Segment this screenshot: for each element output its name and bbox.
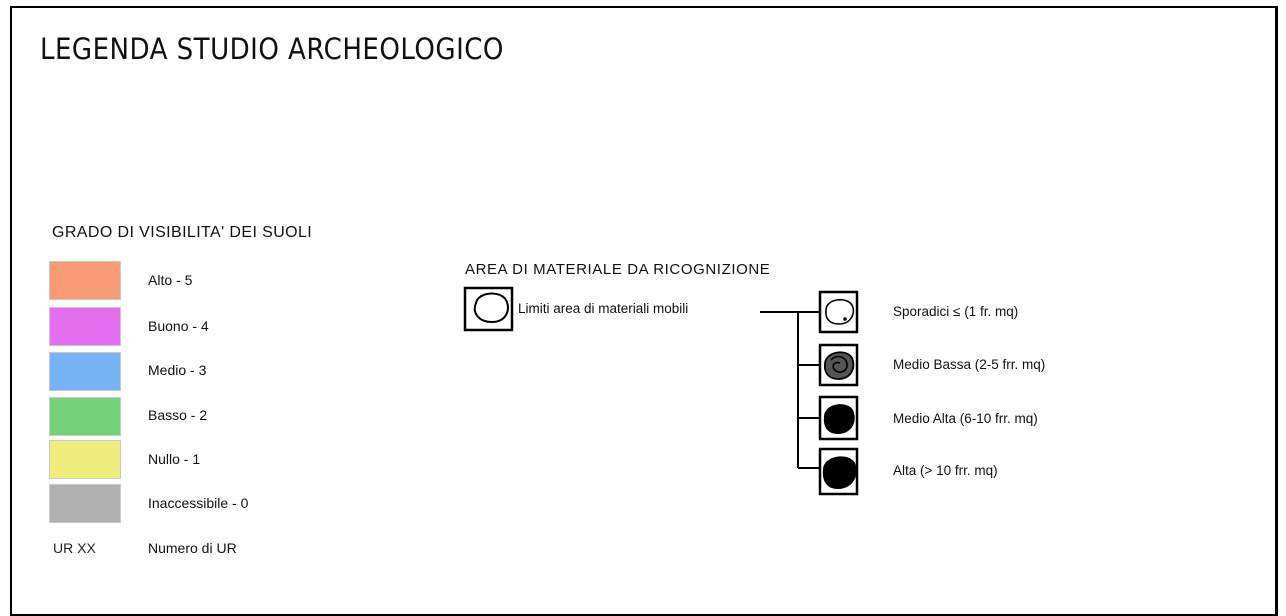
visibility-label-inaccessibile: Inaccessibile - 0: [148, 495, 249, 511]
swatch-medio: [49, 352, 121, 391]
area-limits-label: Limiti area di materiali mobili: [518, 301, 689, 316]
swatch-inaccessibile: [49, 484, 121, 523]
legend-frame: [10, 6, 1278, 616]
swatch-nullo: [49, 440, 121, 479]
sporadic-density-icon: [818, 290, 859, 334]
density-label-sporadic: Sporadici ≤ (1 fr. mq): [893, 304, 1019, 319]
visibility-label-nullo: Nullo - 1: [148, 451, 201, 467]
medium-high-density-icon: [818, 395, 859, 441]
visibility-label-medio: Medio - 3: [148, 362, 207, 378]
material-area-title: AREA DI MATERIALE DA RICOGNIZIONE: [465, 261, 771, 278]
legend-title: LEGENDA STUDIO ARCHEOLOGICO: [40, 32, 504, 66]
high-density-icon: [818, 447, 859, 496]
visibility-label-buono: Buono - 4: [148, 318, 209, 334]
visibility-label-basso: Basso - 2: [148, 407, 208, 423]
visibility-label-alto: Alto - 5: [148, 272, 193, 288]
area-limits-icon: [463, 286, 514, 332]
swatch-buono: [49, 307, 121, 346]
density-label-high: Alta (> 10 frr. mq): [893, 463, 998, 478]
medium-low-density-icon: [818, 343, 859, 387]
visibility-title: GRADO DI VISIBILITA' DEI SUOLI: [52, 224, 313, 241]
ur-code: UR XX: [53, 540, 96, 556]
swatch-alto: [49, 261, 121, 300]
density-label-medium-high: Medio Alta (6-10 frr. mq): [893, 411, 1038, 426]
ur-label: Numero di UR: [148, 540, 237, 556]
swatch-basso: [49, 397, 121, 436]
density-label-medium-low: Medio Bassa (2-5 frr. mq): [893, 357, 1046, 372]
